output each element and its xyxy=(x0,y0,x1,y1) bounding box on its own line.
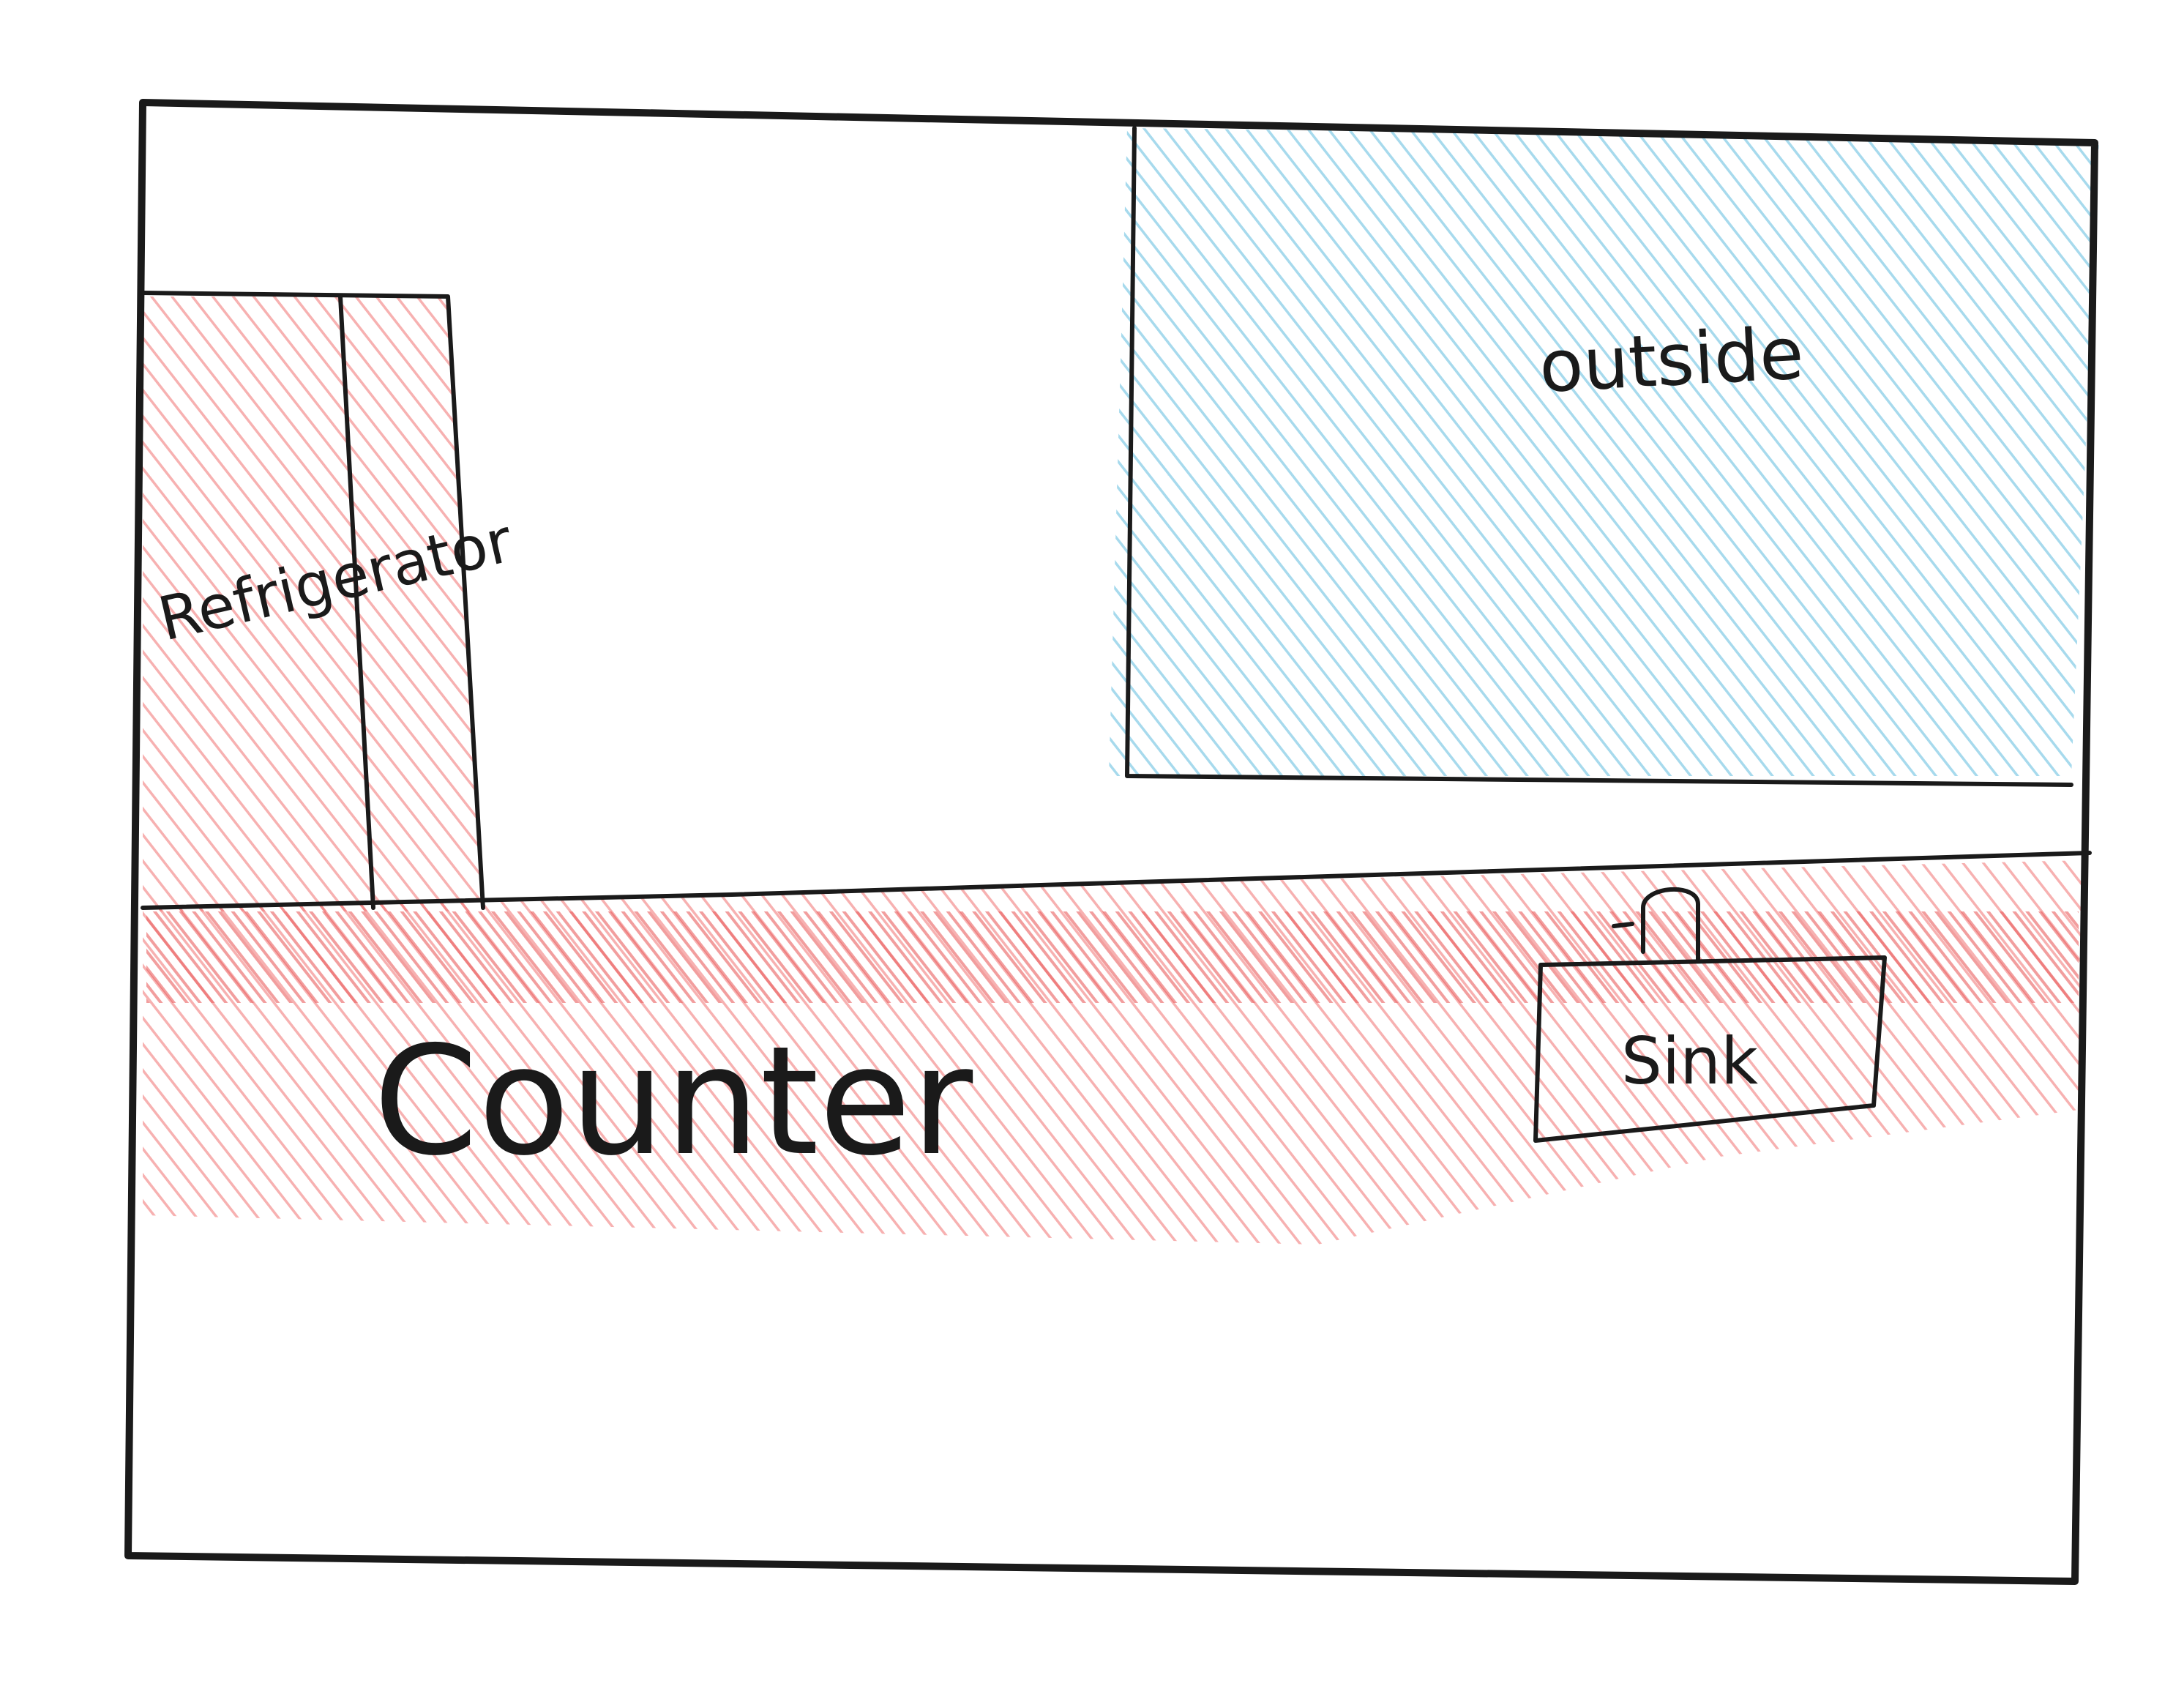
faucet-icon xyxy=(1641,887,1700,961)
outside-shading xyxy=(1109,128,2099,776)
refrigerator-outline xyxy=(141,291,485,910)
outside-label: outside xyxy=(1537,312,1806,409)
room-border xyxy=(124,99,2098,1585)
counter-edge xyxy=(141,851,2092,910)
sink-label: Sink xyxy=(1621,1023,1758,1099)
refrigerator-shading xyxy=(143,296,483,911)
outside-outline xyxy=(1125,126,2073,787)
counter-shading xyxy=(143,860,2084,1245)
sink-outline xyxy=(1533,955,1887,1143)
counter-label: Counter xyxy=(373,1015,973,1189)
